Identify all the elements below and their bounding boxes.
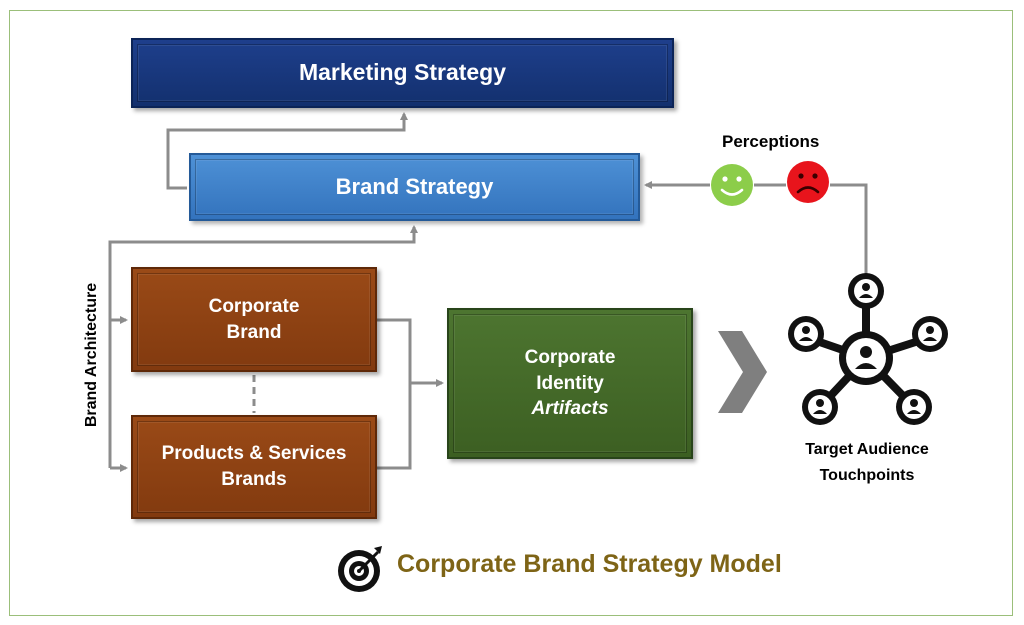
corporate-brand-line2: Brand — [226, 321, 282, 343]
target-audience-line2: Touchpoints — [819, 466, 915, 484]
connector-products-brand-out — [377, 383, 412, 470]
brand-strategy-box: Brand Strategy — [189, 153, 640, 221]
corporate-brand-line1: Corporate — [208, 295, 300, 317]
target-audience-label: Target Audience Touchpoints — [790, 437, 944, 488]
chevron-right-icon — [718, 331, 767, 413]
products-services-line2: Brands — [221, 469, 287, 490]
corporate-identity-line3: Artifacts — [531, 398, 609, 420]
brand-strategy-label: Brand Strategy — [335, 174, 494, 200]
connector-architecture-to-brand — [108, 225, 418, 468]
diagram-frame — [9, 10, 1013, 616]
target-audience-line1: Target Audience — [805, 441, 929, 458]
connector-corporate-brand-out — [377, 318, 412, 383]
corporate-identity-line2: Identity — [536, 372, 604, 394]
target-icon — [338, 546, 382, 592]
smiley-happy-icon — [711, 164, 753, 206]
corporate-identity-box: Corporate Identity Artifacts — [447, 308, 693, 459]
perceptions-label: Perceptions — [722, 132, 820, 151]
marketing-strategy-label: Marketing Strategy — [298, 59, 507, 86]
corporate-brand-box: Corporate Brand — [131, 267, 377, 372]
connector-touchpoints-to-perceptions — [830, 183, 868, 278]
smiley-sad-icon — [787, 161, 829, 203]
connector-brand-to-marketing — [166, 112, 408, 190]
products-services-line1: Products & Services — [161, 443, 347, 465]
diagram-title: Corporate Brand Strategy Model — [397, 550, 782, 578]
products-services-box: Products & Services Brands — [131, 415, 377, 519]
corporate-identity-line1: Corporate — [524, 347, 616, 369]
audience-network-icon — [788, 273, 948, 425]
